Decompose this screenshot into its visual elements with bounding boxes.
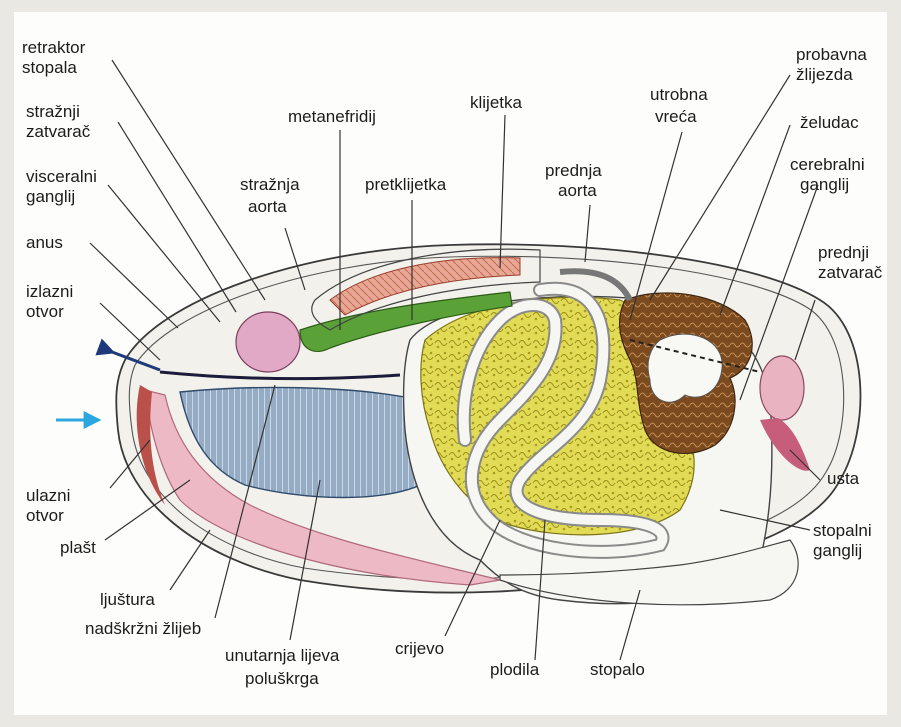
label-plodila: plodila <box>490 660 540 679</box>
label-pretklijetka: pretklijetka <box>365 175 447 194</box>
label-zeludac: želudac <box>800 113 859 132</box>
anterior-adductor <box>760 356 804 420</box>
label-klijetka: klijetka <box>470 93 523 112</box>
label-ljustura: ljuštura <box>100 590 155 609</box>
label-plast: plašt <box>60 538 96 557</box>
posterior-adductor <box>236 312 300 372</box>
label-metanefridij: metanefridij <box>288 107 376 126</box>
label-crijevo: crijevo <box>395 639 444 658</box>
label-stopalo: stopalo <box>590 660 645 679</box>
label-straznji-zatvarac: stražnji zatvarač <box>26 102 91 141</box>
label-usta: usta <box>827 469 860 488</box>
label-anus: anus <box>26 233 63 252</box>
label-prednji-zatvarac: prednji zatvarač <box>818 243 883 282</box>
label-nadskrzni-zlijeb: nadškržni žlijeb <box>85 619 201 638</box>
